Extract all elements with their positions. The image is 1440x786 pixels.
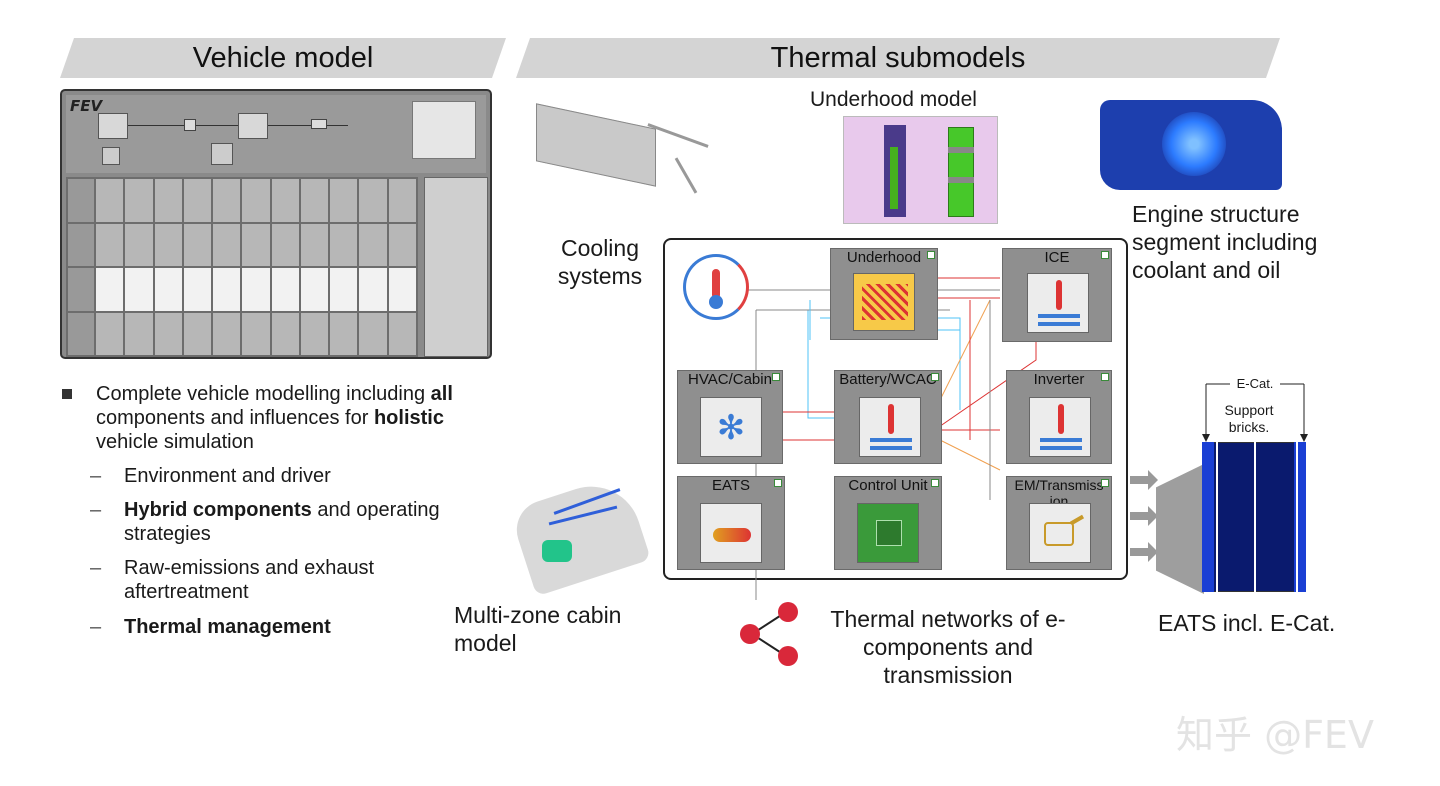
eats-catalyst-icon: [700, 503, 762, 563]
thermal-submodels-header: Thermal submodels: [516, 38, 1280, 78]
bullet-square-icon: [62, 389, 72, 399]
engine-block-icon: [98, 113, 128, 139]
ecat-dimension-bracket: [1202, 383, 1308, 442]
bullet-sub-thermal: –Thermal management: [90, 616, 331, 638]
connector-line: [268, 125, 348, 126]
cooling-loop-icon: [683, 254, 749, 320]
vehicle-model-screenshot: FEV: [60, 89, 492, 359]
bullet-sub-hybrid: –Hybrid components and operating strateg…: [90, 499, 440, 545]
bullet-main: Complete vehicle modelling including all…: [62, 382, 492, 454]
inverter-icon: [1029, 397, 1091, 457]
cabin-model-image: [502, 473, 652, 597]
vehicle-model-header: Vehicle model: [60, 38, 506, 78]
small-block-icon: [311, 119, 327, 129]
vehicle-car-icon: [412, 101, 476, 159]
underhood-model-image: [843, 116, 998, 224]
network-share-icon: [740, 602, 798, 666]
eats-ecat-diagram: [1156, 440, 1316, 600]
underhood-model-label: Underhood model: [810, 88, 977, 111]
hvac-snowflake-icon: ✻: [700, 397, 762, 457]
vehicle-model-toplevel: FEV: [66, 95, 486, 173]
transmission-block-icon: [238, 113, 268, 139]
control-unit-chip-icon: [857, 503, 919, 563]
ecat-support-label: Support bricks.: [1224, 402, 1274, 435]
underhood-icon: [853, 273, 915, 331]
small-block-icon: [184, 119, 196, 131]
vehicle-model-subsystem-grid: [66, 177, 418, 357]
ice-icon: [1027, 273, 1089, 333]
thermal-networks-label: Thermal networks of e-components and tra…: [830, 606, 1066, 688]
watermark: 知乎 @FEV: [1176, 713, 1374, 757]
bullet-sub-environment: –Environment and driver: [90, 465, 331, 487]
bullet-sub-emissions: –Raw-emissions and exhaust aftertreatmen…: [90, 557, 375, 603]
engine-structure-label: Engine structure segment including coola…: [1132, 201, 1318, 283]
cooling-systems-label: Cooling systems: [557, 235, 643, 289]
node-control-unit: Control Unit: [834, 476, 942, 570]
small-block-icon: [102, 147, 120, 165]
connector-line: [128, 125, 238, 126]
vehicle-model-side-library: [424, 177, 488, 357]
small-block-icon: [211, 143, 233, 165]
ecat-title: E-Cat.: [1236, 376, 1274, 391]
node-eats: EATS: [677, 476, 785, 570]
node-hvac: HVAC/Cabin ✻: [677, 370, 783, 464]
node-underhood: Underhood: [830, 248, 938, 340]
fev-logo: FEV: [70, 97, 103, 115]
eats-ecat-label: EATS incl. E-Cat.: [1158, 610, 1336, 636]
exhaust-flow-arrows: [1130, 470, 1158, 562]
oil-can-icon: [1029, 503, 1091, 563]
battery-icon: [859, 397, 921, 457]
multizone-cabin-label: Multi-zone cabin model: [454, 602, 622, 656]
node-em-transmission: EM/Transmiss ion: [1006, 476, 1112, 570]
node-ice: ICE: [1002, 248, 1112, 342]
node-battery: Battery/WCAC: [834, 370, 942, 464]
engine-structure-image: [1100, 100, 1282, 190]
node-inverter: Inverter: [1006, 370, 1112, 464]
